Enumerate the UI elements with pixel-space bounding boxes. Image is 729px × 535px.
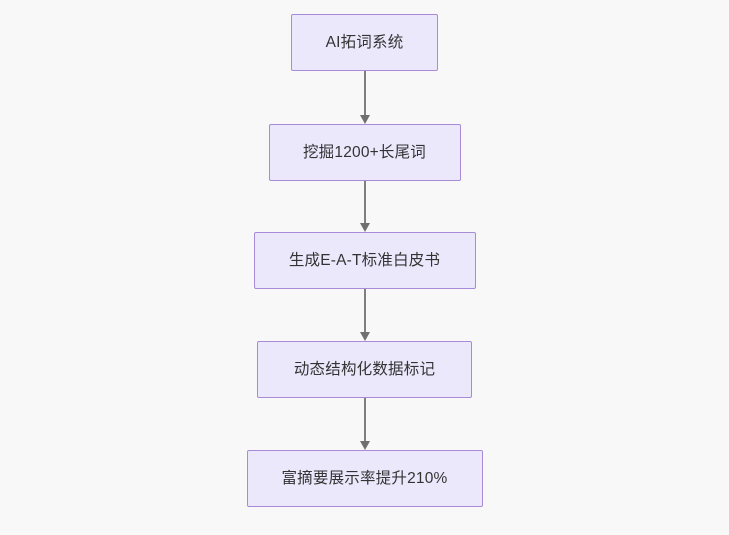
flow-node-generate-eat-whitepaper[interactable]: 生成E-A-T标准白皮书 (253, 232, 476, 289)
flow-node-rich-snippet-impression-lift[interactable]: 富摘要展示率提升210% (246, 450, 483, 507)
flow-node-label: 富摘要展示率提升210% (281, 469, 448, 487)
flow-node-mine-longtail-keywords[interactable]: 挖掘1200+长尾词 (268, 124, 461, 181)
flow-node-ai-keyword-system[interactable]: AI拓词系统 (291, 14, 438, 71)
flow-node-label: AI拓词系统 (325, 33, 404, 51)
flow-node-label: 生成E-A-T标准白皮书 (288, 251, 441, 269)
flow-node-label: 动态结构化数据标记 (293, 360, 436, 378)
flow-node-dynamic-structured-data-markup[interactable]: 动态结构化数据标记 (257, 341, 472, 398)
flow-node-label: 挖掘1200+长尾词 (302, 143, 427, 161)
